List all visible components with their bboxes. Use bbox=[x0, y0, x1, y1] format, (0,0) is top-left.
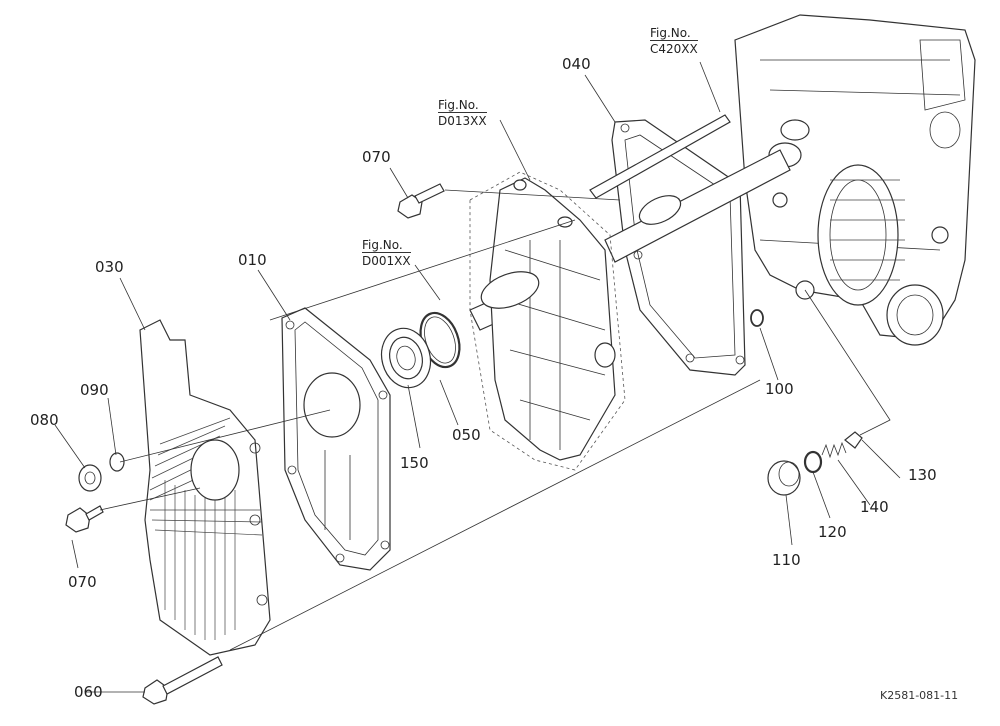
part-label-090: 090 bbox=[80, 381, 109, 399]
valve-body bbox=[469, 171, 626, 471]
figure-ref-label: Fig.No. bbox=[362, 238, 403, 252]
drawing-code: K2581-081-11 bbox=[880, 689, 959, 702]
cover-030 bbox=[139, 319, 271, 656]
figure-ref-value: C420XX bbox=[650, 40, 698, 56]
figure-ref-d013xx: Fig.No. D013XX bbox=[438, 98, 487, 128]
leader-lines bbox=[54, 61, 901, 693]
part-label-030: 030 bbox=[95, 258, 124, 276]
plug-110 bbox=[767, 460, 801, 496]
bolt-070-lower bbox=[65, 505, 104, 533]
part-label-100: 100 bbox=[765, 380, 794, 398]
part-label-070-lower: 070 bbox=[68, 573, 97, 591]
spring-140 bbox=[821, 441, 847, 459]
part-label-120: 120 bbox=[818, 523, 847, 541]
o-ring-120 bbox=[803, 450, 823, 474]
figure-ref-d001xx: Fig.No. D001XX bbox=[362, 238, 411, 268]
figure-ref-value: D013XX bbox=[438, 112, 487, 128]
part-label-070-upper: 070 bbox=[362, 148, 391, 166]
part-label-140: 140 bbox=[860, 498, 889, 516]
bolt-070-upper bbox=[397, 183, 445, 219]
nut-080 bbox=[78, 464, 102, 492]
figure-ref-label: Fig.No. bbox=[650, 26, 691, 40]
bolt-060 bbox=[142, 656, 223, 705]
part-label-060: 060 bbox=[74, 683, 103, 701]
o-ring-100 bbox=[750, 309, 764, 327]
gasket-010 bbox=[281, 307, 391, 571]
figure-ref-label: Fig.No. bbox=[438, 98, 479, 112]
plunger-130 bbox=[844, 431, 863, 449]
part-label-010: 010 bbox=[238, 251, 267, 269]
transmission-case bbox=[734, 14, 976, 346]
washer-090 bbox=[109, 452, 125, 472]
figure-ref-value: D001XX bbox=[362, 252, 411, 268]
part-label-110: 110 bbox=[772, 551, 801, 569]
part-label-080: 080 bbox=[30, 411, 59, 429]
part-label-040: 040 bbox=[562, 55, 591, 73]
part-label-130: 130 bbox=[908, 466, 937, 484]
figure-ref-c420xx: Fig.No. C420XX bbox=[650, 26, 698, 56]
part-label-050: 050 bbox=[452, 426, 481, 444]
part-label-150: 150 bbox=[400, 454, 429, 472]
bearing-150 bbox=[380, 327, 432, 389]
